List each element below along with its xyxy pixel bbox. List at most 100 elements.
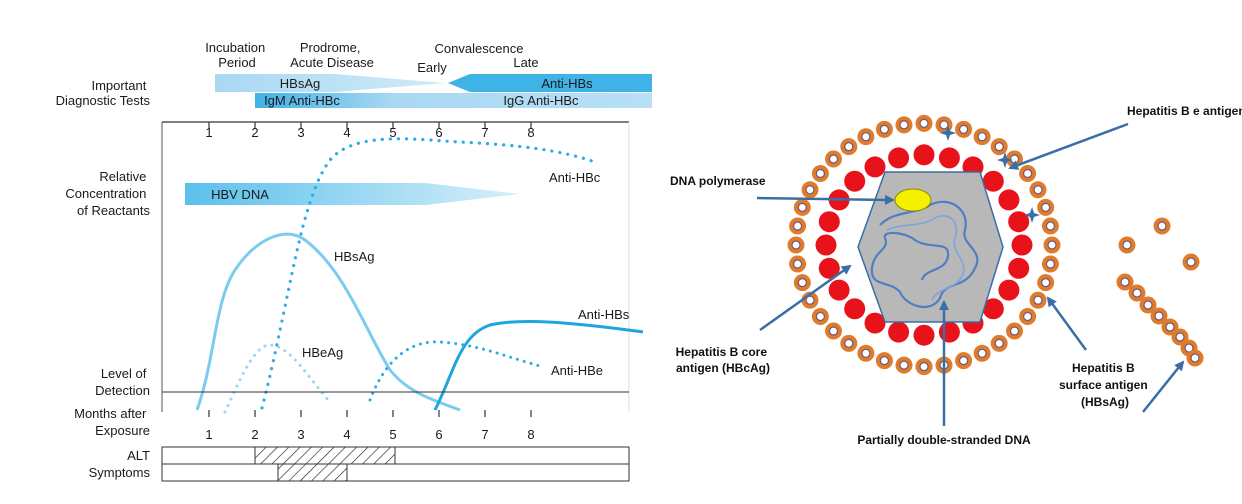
surface-antigen-label: Hepatitis B surface antigen (HBsAg)	[1059, 361, 1151, 409]
surface-antigen-particle-core	[1033, 185, 1043, 195]
bottom-tick-label-4: 4	[343, 427, 350, 442]
surface-antigen-particle-core	[815, 311, 826, 322]
bottom-tick-label-7: 7	[481, 427, 488, 442]
anti-hbc-label: Anti-HBc	[549, 170, 601, 185]
surface-antigen-particle-core	[939, 120, 949, 130]
free-particle-core	[1122, 240, 1132, 250]
bottom-tick-label-8: 8	[527, 427, 534, 442]
bottom-tick-label-6: 6	[435, 427, 442, 442]
dna-polymerase-arrow	[756, 194, 895, 205]
hbeag-curve-label: HBeAg	[302, 345, 343, 360]
core-antigen-particle	[938, 321, 960, 343]
surface-antigen-particle-core	[899, 120, 909, 130]
anti-hbs-bar-label: Anti-HBs	[541, 76, 593, 91]
surface-antigen-particle-core	[919, 362, 929, 372]
core-antigen-particle	[982, 298, 1004, 320]
bottom-tick-label-1: 1	[205, 427, 212, 442]
symptoms-hatch	[277, 463, 348, 482]
anti-hbc-curve	[260, 137, 597, 410]
hbv-dna-bar	[185, 183, 520, 205]
surface-antigen-particle-core	[861, 348, 871, 358]
surface-antigen-particle-core	[1045, 221, 1056, 231]
hbsag-bar-label: HBsAg	[280, 76, 320, 91]
core-antigen-particle	[888, 147, 910, 169]
surface-antigen-particle-core	[1009, 326, 1020, 336]
hbe-antigen-icon	[940, 125, 956, 141]
igg-bar	[255, 93, 652, 108]
surface-antigen-particle-core	[879, 124, 890, 134]
hbe-antigen-icon	[1024, 207, 1040, 223]
bottom-tick-label-3: 3	[297, 427, 304, 442]
surface-antigen-particle-core	[899, 360, 909, 370]
surface-antigen-particle-core	[1033, 295, 1043, 305]
surface-antigen-particle-core	[958, 124, 969, 134]
surface-antigen-particle-core	[1041, 202, 1051, 212]
surface-antigen-particle-core	[844, 338, 854, 348]
hbv-dna-label: HBV DNA	[211, 187, 269, 202]
surface-antigen-envelope	[787, 114, 1061, 376]
surface-antigen-particle-core	[844, 142, 854, 152]
anti-hbs-curve	[433, 320, 644, 411]
phase-incubation: Incubation Period	[205, 40, 269, 70]
hbe-antigen-label: Hepatitis B e antigen	[1127, 104, 1242, 118]
free-particle-arrow	[1142, 360, 1185, 413]
alt-hatch	[254, 446, 396, 465]
bottom-tick-label-2: 2	[251, 427, 258, 442]
core-antigen-arrow	[759, 264, 852, 332]
surface-antigen-particle-core	[879, 356, 890, 366]
free-particle-core	[1120, 277, 1130, 287]
anti-hbs-curve-label: Anti-HBs	[578, 307, 630, 322]
core-antigen-particle	[1008, 257, 1030, 279]
core-antigen-particle	[818, 257, 840, 279]
top-tick-label-8: 8	[527, 125, 534, 140]
surface-antigen-particle-core	[1022, 311, 1033, 322]
free-particle-core	[1190, 353, 1200, 363]
months-label: Months after Exposure	[74, 406, 150, 438]
surface-antigen-particle-core	[815, 168, 826, 179]
free-surface-particles	[1116, 217, 1204, 367]
y-axis-label: Relative Concentration of Reactants	[65, 169, 150, 218]
hbe-antigen-icons	[940, 125, 1040, 223]
core-antigen-particle	[815, 234, 837, 256]
core-antigen-particle	[998, 279, 1020, 301]
phase-convalescence: Convalescence	[435, 41, 524, 56]
hbe-antigen-arrow	[1008, 122, 1129, 170]
core-antigen-particle	[1011, 234, 1033, 256]
free-particle-core	[1143, 300, 1153, 310]
surface-antigen-particle-core	[828, 154, 839, 164]
top-tick-label-3: 3	[297, 125, 304, 140]
alt-label: ALT	[127, 448, 150, 463]
surface-antigen-particle-core	[994, 338, 1004, 348]
core-antigen-particle	[938, 147, 960, 169]
tests-label: Important Diagnostic Tests	[56, 78, 151, 108]
top-tick-label-1: 1	[205, 125, 212, 140]
surface-antigen-particle-core	[977, 132, 987, 142]
core-hexagon	[857, 171, 1004, 323]
surface-antigen-particle-core	[919, 118, 929, 129]
core-antigen-particle	[828, 279, 850, 301]
hbsag-curve	[195, 232, 461, 412]
surface-antigen-particle-core	[1022, 168, 1033, 179]
igm-bar-label: IgM Anti-HBc	[264, 93, 340, 108]
dna-label: Partially double-stranded DNA	[857, 433, 1031, 447]
surface-antigen-particle-core	[791, 240, 801, 250]
surface-antigen-particle-core	[792, 221, 803, 231]
surface-antigen-particle-core	[797, 202, 807, 212]
top-tick-label-7: 7	[481, 125, 488, 140]
phase-prodrome: Prodrome, Acute Disease	[290, 40, 374, 70]
core-antigen-label: Hepatitis B core antigen (HBcAg)	[676, 345, 771, 375]
free-particle-core	[1165, 322, 1175, 332]
virion	[787, 114, 1061, 376]
igg-bar-label: IgG Anti-HBc	[503, 93, 579, 108]
surface-antigen-particle-core	[861, 132, 871, 142]
top-tick-label-6: 6	[435, 125, 442, 140]
free-particle-core	[1157, 221, 1167, 231]
surface-antigen-particle-core	[977, 348, 987, 358]
core-antigen-particle	[913, 324, 935, 346]
symptoms-label: Symptoms	[89, 465, 151, 480]
surface-antigen-particle-core	[958, 356, 969, 366]
core-antigen-particle	[982, 170, 1004, 192]
